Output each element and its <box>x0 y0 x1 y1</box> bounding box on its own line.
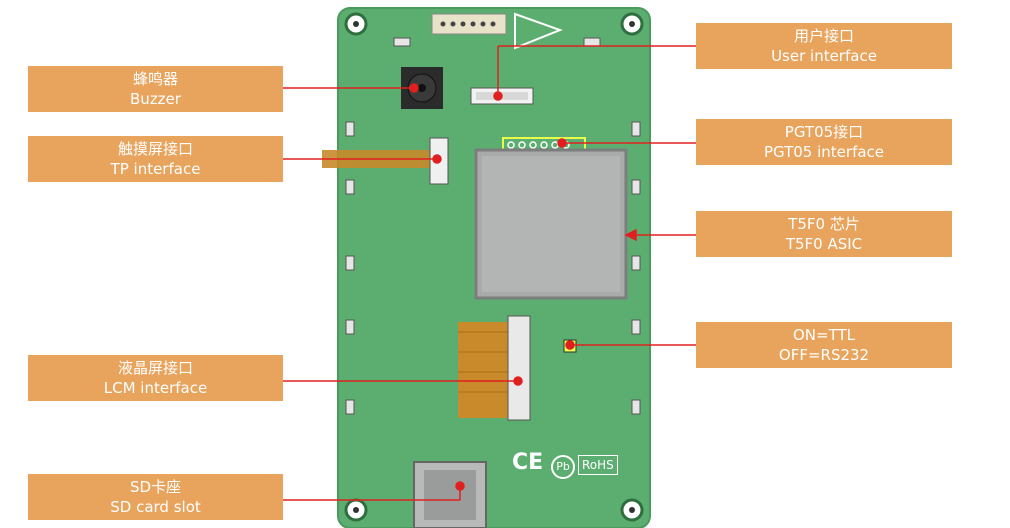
label-t5f0-en: T5F0 ASIC <box>785 235 863 253</box>
label-switch-mode: ON=TTL OFF=RS232 <box>696 322 952 368</box>
label-pgt05-interface: PGT05接口 PGT05 interface <box>696 119 952 165</box>
label-buzzer-en: Buzzer <box>130 90 181 108</box>
label-tp-zh: 触摸屏接口 <box>117 140 193 158</box>
label-lcm-zh: 液晶屏接口 <box>117 359 193 377</box>
label-switch-off: OFF=RS232 <box>778 346 870 364</box>
rohs-mark: RoHS <box>578 455 618 475</box>
label-switch-on: ON=TTL <box>792 326 855 344</box>
label-t5f0-zh: T5F0 芯片 <box>788 215 860 233</box>
label-pgt05-en: PGT05 interface <box>763 143 885 161</box>
ce-mark: CE <box>512 450 544 475</box>
label-sd-en: SD card slot <box>110 498 201 516</box>
warning-triangle-icon <box>514 12 563 50</box>
label-lcm-interface: 液晶屏接口 LCM interface <box>28 355 283 401</box>
pb-free-mark: Pb <box>551 455 575 479</box>
label-tp-interface: 触摸屏接口 TP interface <box>28 136 283 182</box>
label-buzzer-zh: 蜂鸣器 <box>132 70 178 88</box>
label-sd-card-slot: SD卡座 SD card slot <box>28 474 283 520</box>
label-user-interface: 用户接口 User interface <box>696 23 952 69</box>
label-user-en: User interface <box>771 47 877 65</box>
lcm-connector <box>507 315 531 421</box>
label-sd-zh: SD卡座 <box>129 478 182 496</box>
label-tp-en: TP interface <box>110 160 201 178</box>
label-user-zh: 用户接口 <box>793 27 854 45</box>
label-t5f0-asic: T5F0 芯片 T5F0 ASIC <box>696 211 952 257</box>
label-lcm-en: LCM interface <box>103 379 208 397</box>
top-header <box>431 13 507 35</box>
label-buzzer: 蜂鸣器 Buzzer <box>28 66 283 112</box>
label-pgt05-zh: PGT05接口 <box>784 123 864 141</box>
